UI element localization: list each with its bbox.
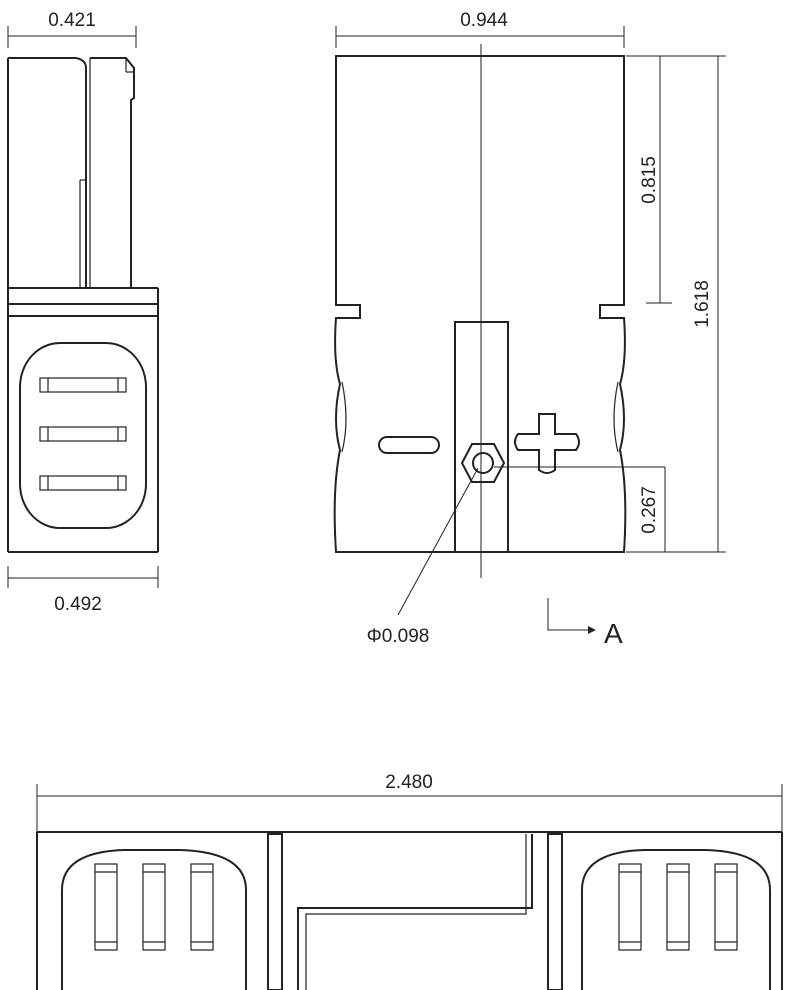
dim-bottom-length: 2.480 xyxy=(36,772,783,832)
dim-hole-height: 0.267 xyxy=(639,467,666,552)
grip-ribs-bottom-left xyxy=(94,863,214,951)
dim-side-top: 0.421 xyxy=(7,10,137,48)
dim-total-height: 1.618 xyxy=(626,55,726,553)
grip-ribs-side xyxy=(39,377,127,491)
dim-label-side-top: 0.421 xyxy=(48,10,96,31)
dim-label-front-width: 0.944 xyxy=(460,10,508,31)
terminal-hole xyxy=(472,452,494,474)
dim-label-hole-diameter: Φ0.098 xyxy=(367,626,430,647)
grip-ribs-bottom-right xyxy=(618,863,738,951)
dim-upper-height: 0.815 xyxy=(626,55,672,304)
bottom-view: 2.480 xyxy=(36,772,783,990)
dim-side-bottom: 0.492 xyxy=(7,566,159,615)
svg-text:−: − xyxy=(409,449,410,451)
positive-mark: + xyxy=(514,413,580,474)
dim-hole-diameter: Φ0.098 xyxy=(367,467,479,647)
dim-label-side-bottom: 0.492 xyxy=(54,594,102,615)
view-label: A xyxy=(604,618,623,649)
dim-label-upper-height: 0.815 xyxy=(639,156,660,204)
dim-label-bottom-length: 2.480 xyxy=(385,772,433,793)
front-view: 0.944 − + 0.815 xyxy=(333,10,726,649)
side-view: 0.421 xyxy=(7,10,159,615)
hex-nut xyxy=(460,443,506,483)
dim-label-total-height: 1.618 xyxy=(692,280,713,328)
svg-text:+: + xyxy=(547,445,548,447)
view-indicator-a: A xyxy=(547,598,623,649)
dim-front-width: 0.944 xyxy=(335,10,625,48)
negative-mark: − xyxy=(378,436,440,454)
dim-label-hole-height: 0.267 xyxy=(639,486,660,534)
